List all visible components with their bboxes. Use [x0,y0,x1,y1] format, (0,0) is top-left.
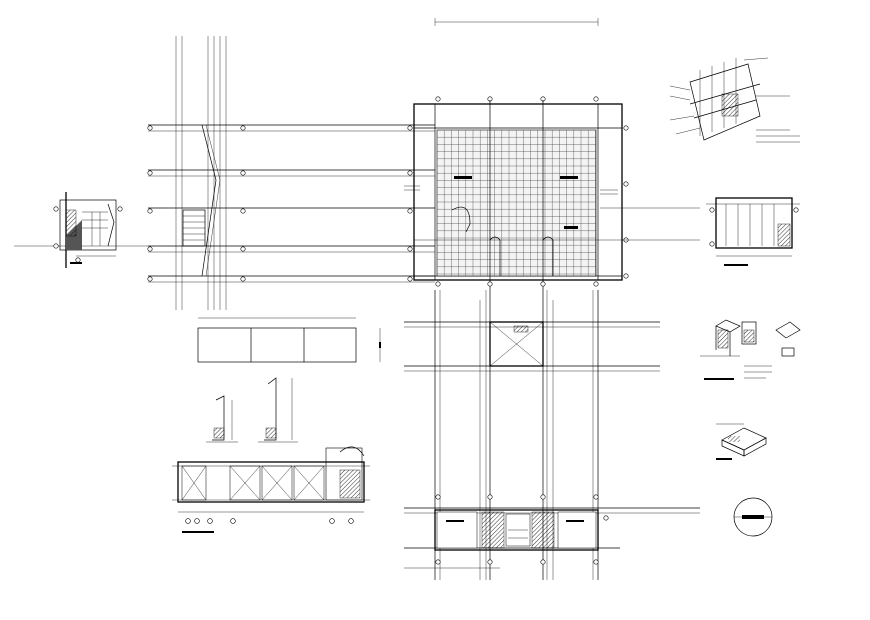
connection-details [700,319,801,380]
small-iso-piece [716,423,767,460]
three-panel-elevation [197,317,381,363]
north-arrow-symbol [733,497,773,537]
central-lower-corridor [404,290,700,580]
left-section-detail [14,192,148,268]
right-wall-section [706,197,800,266]
left-floor-plan [147,36,435,310]
roof-tile-grid [437,130,596,276]
iso-wall-detail [669,57,800,143]
central-grid-plan [413,18,700,580]
lower-left-elevation [172,377,370,533]
